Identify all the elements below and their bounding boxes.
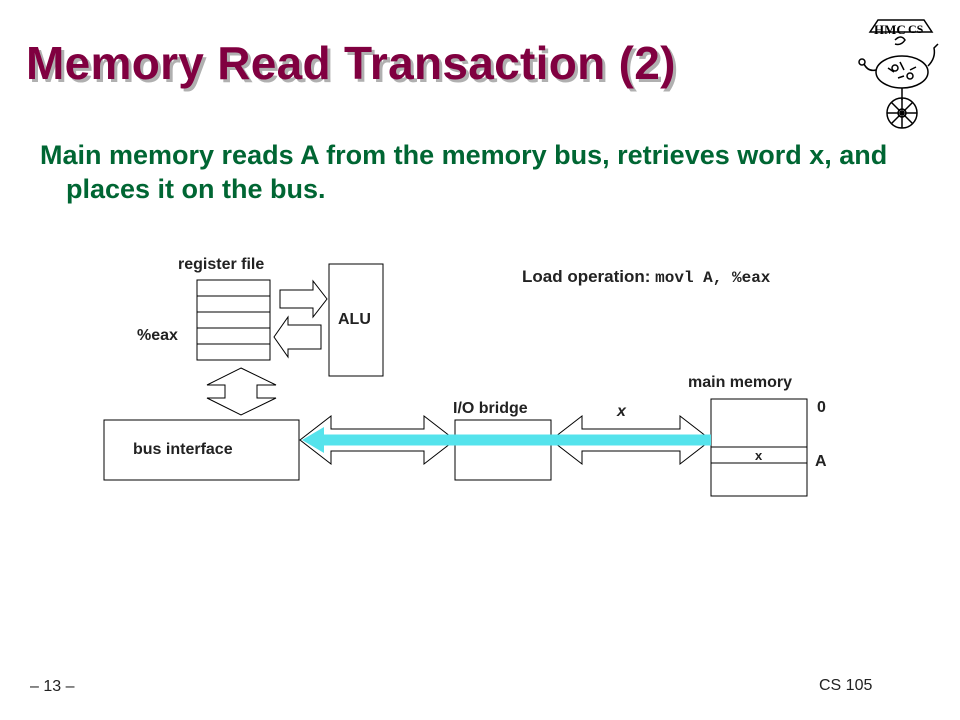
load-operation-prefix: Load operation:	[522, 267, 656, 286]
load-operation-code: movl A, %eax	[655, 269, 771, 287]
eax-label: %eax	[137, 327, 178, 344]
main-memory	[710, 398, 808, 497]
load-operation-label: Load operation: movl A, %eax	[522, 267, 770, 287]
slide-title: Memory Read Transaction (2)	[26, 37, 676, 89]
bus-value-label: x	[617, 403, 626, 420]
course-label: CS 105	[819, 677, 873, 694]
slide-subtitle: Main memory reads A from the memory bus,…	[40, 140, 888, 204]
register-file-label: register file	[178, 256, 265, 273]
io-bridge-box	[454, 419, 552, 481]
alu-box	[328, 263, 384, 377]
page-number: – 13 –	[30, 678, 75, 695]
robot-on-unicycle-logo-icon: HMC CS	[858, 19, 939, 129]
alu-to-regfile-arrow	[273, 315, 322, 359]
main-memory-label: main memory	[688, 374, 793, 391]
address-zero-label: 0	[817, 399, 826, 416]
memory-cell-value: x	[755, 448, 763, 463]
address-a-label: A	[815, 453, 827, 470]
data-transfer-arrow	[302, 427, 711, 453]
regfile-to-alu-arrow	[279, 279, 328, 319]
alu-label: ALU	[338, 311, 371, 328]
io-bridge-label: I/O bridge	[453, 400, 528, 417]
svg-text:CS: CS	[908, 22, 924, 36]
register-file	[196, 279, 271, 361]
bus-interface-label: bus interface	[133, 441, 233, 458]
regfile-businterface-arrow	[206, 367, 277, 416]
svg-text:HMC: HMC	[874, 22, 906, 37]
bus-interface-box	[103, 419, 300, 481]
